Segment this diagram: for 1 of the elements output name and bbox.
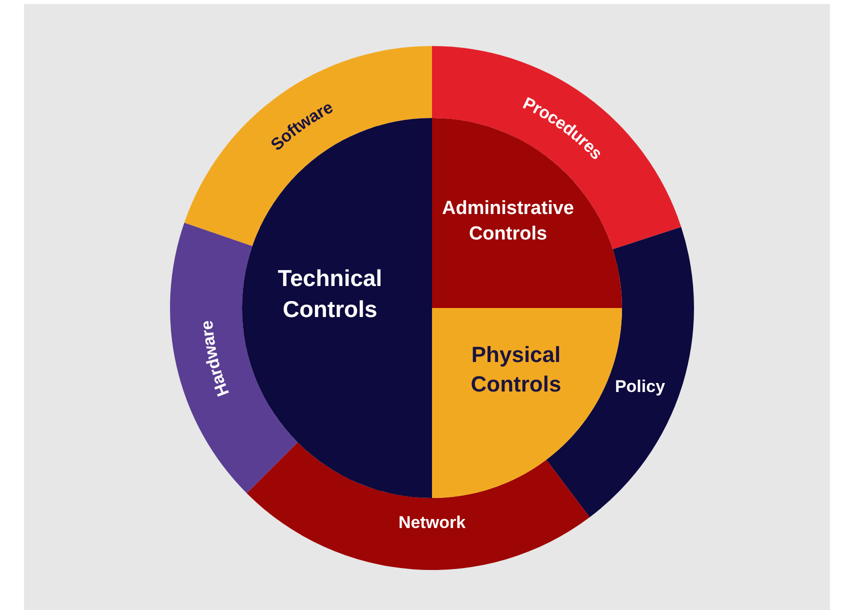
ring-segment: Network	[246, 442, 590, 570]
